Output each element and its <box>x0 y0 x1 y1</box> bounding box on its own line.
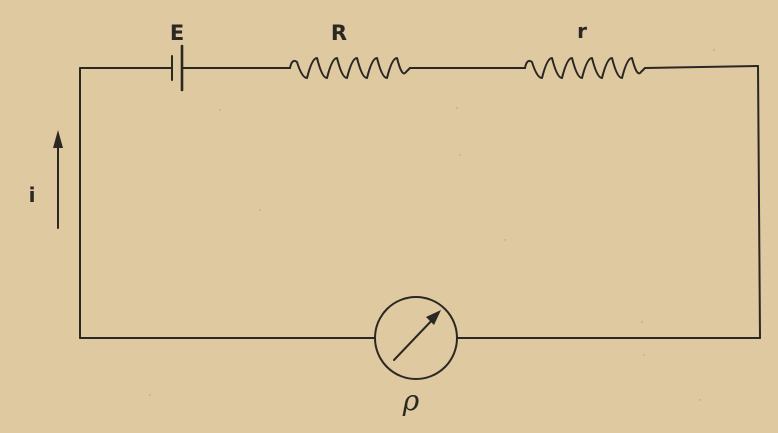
circuit-wires <box>79 65 761 339</box>
resistor-r <box>524 57 646 79</box>
label-meter-rho: ρ <box>402 384 420 417</box>
arrow-up-icon <box>53 130 63 229</box>
label-resistor-R: R <box>331 21 347 45</box>
wire-top-right <box>644 65 759 69</box>
label-battery-E: E <box>170 21 184 45</box>
zigzag-resistor-icon <box>289 57 411 79</box>
resistor-R <box>289 57 411 79</box>
wire-right <box>757 65 761 339</box>
meter-arrowhead <box>426 310 441 325</box>
battery-cell-icon <box>171 44 184 92</box>
label-resistor-r: r <box>577 19 587 43</box>
variable-meter-icon <box>374 296 458 380</box>
paper-speckles <box>149 49 715 401</box>
label-current-i: i <box>29 183 36 207</box>
zigzag-resistor-icon <box>524 57 646 79</box>
